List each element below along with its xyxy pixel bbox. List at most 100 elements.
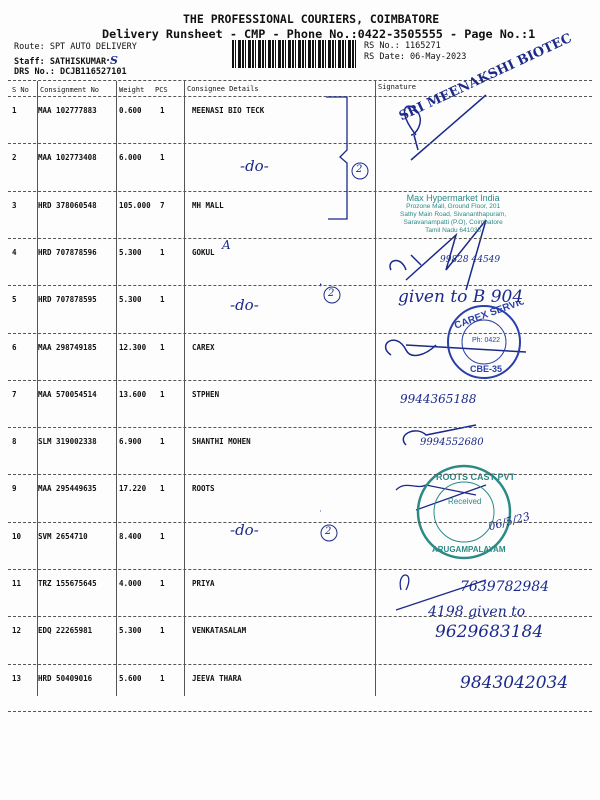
weight-cell: 12.300: [119, 342, 147, 352]
pcs-cell: 1: [160, 484, 165, 494]
weight-cell: 5.600: [119, 673, 142, 683]
consignment-number: MAA 570054514: [38, 389, 97, 399]
weight-cell: 4.000: [119, 579, 142, 588]
table-row: 1 MAA 102777883 0.600 1 MEENASI BIO TECK: [0, 100, 600, 147]
roots-stamp: ROOTS CAST PVT. LTD. Received ARUGAMPALA…: [416, 464, 514, 560]
consignee-name: MEENASI BIO TECK: [192, 106, 265, 115]
consignment-number: SVM 2654710: [38, 531, 88, 541]
row13-phone: 9843042034: [460, 673, 569, 693]
consignee-name: STPHEN: [192, 389, 220, 399]
col-weight: Weight: [119, 86, 145, 94]
row-divider: [8, 190, 592, 192]
sno-cell: 2: [12, 153, 17, 163]
consignee-name: SHANTHI MOHEN: [192, 437, 251, 447]
row-divider: [8, 521, 592, 523]
row-divider: [8, 332, 592, 334]
col-consignee: Consignee Details: [187, 85, 259, 93]
consignment-number: MAA 102773408: [38, 153, 97, 163]
gokul-mark: A: [222, 238, 231, 252]
consignment-number: HRD 707878595: [38, 295, 97, 305]
row5-note: given to B 904: [398, 287, 524, 307]
consignment-number: HRD 707878596: [38, 247, 97, 257]
consignee-name: GOKUL: [192, 247, 215, 257]
row-divider: [8, 569, 592, 570]
sno-cell: 9: [12, 484, 17, 494]
bracket-marks: [320, 96, 369, 542]
sno-cell: 12: [12, 626, 22, 636]
table-row: 9 MAA 295449635 17.220 1 ROOTS: [0, 478, 600, 525]
sno-cell: 8: [12, 437, 17, 447]
sno-cell: 10: [12, 531, 22, 541]
row8-phone: 9994552680: [420, 437, 484, 448]
weight-cell: 6.000: [119, 153, 142, 163]
row-divider: [8, 474, 592, 476]
weight-cell: 6.900: [119, 437, 142, 447]
pcs-cell: 1: [160, 153, 165, 163]
consignment-number: HRD 378060548: [38, 200, 97, 210]
col-signature: Signature: [378, 83, 416, 91]
circled-number: 2: [325, 526, 332, 537]
col-pcs: PCS: [155, 86, 168, 94]
consignee-name: CAREX: [192, 342, 215, 352]
column-divider: [116, 81, 117, 696]
consignment-number: TRZ 155675645: [38, 579, 97, 588]
weight-cell: 17.220: [119, 484, 147, 494]
sno-cell: 5: [12, 295, 17, 305]
sno-cell: 1: [12, 106, 17, 115]
table-header: S No Consignment No Weight PCS Consignee…: [0, 83, 600, 130]
column-divider: [375, 81, 376, 696]
pcs-cell: 1: [160, 626, 165, 636]
weight-cell: 0.600: [119, 106, 142, 115]
weight-cell: 105.000: [119, 200, 151, 210]
col-consignment: Consignment No: [40, 86, 100, 94]
sno-cell: 11: [12, 579, 22, 588]
row12-note: 4198 given to: [428, 604, 526, 620]
route: Route: SPT AUTO DELIVERY: [14, 42, 137, 52]
row-divider: [8, 143, 592, 145]
consignee-name: ROOTS: [192, 484, 215, 494]
weight-cell: 5.300: [119, 295, 142, 305]
pcs-cell: 1: [160, 106, 165, 115]
consignment-number: MAA 295449635: [38, 484, 97, 494]
pcs-cell: 1: [160, 389, 165, 399]
company-name: THE PROFESSIONAL COURIERS, COIMBATORE: [183, 12, 440, 26]
rs-date: RS Date: 06-May-2023: [364, 52, 467, 62]
consignment-number: HRD 50409016: [38, 673, 93, 683]
consignee-name: PRIYA: [192, 579, 215, 588]
svg-text:ROOTS CAST PVT. LTD.: ROOTS CAST PVT. LTD.: [436, 472, 514, 482]
pcs-cell: 1: [160, 342, 165, 352]
sno-cell: 4: [12, 247, 17, 257]
staff: Staff: SATHISKUMAR·S: [14, 54, 118, 67]
ditto-mark: -do-: [230, 296, 259, 314]
runsheet-subtitle: Delivery Runsheet - CMP - Phone No.:0422…: [102, 27, 536, 41]
row4-phone: 99828 44549: [440, 255, 501, 265]
row12-phone: 9629683184: [435, 622, 544, 642]
pcs-cell: 1: [160, 531, 165, 541]
consignee-name: JEEVA THARA: [192, 673, 242, 683]
signature-scribbles: [384, 94, 527, 611]
row-divider: [8, 427, 592, 429]
header-divider: [8, 96, 592, 97]
row-divider: [8, 663, 592, 665]
pcs-cell: 7: [160, 200, 165, 210]
carex-stamp: CAREX SERVICES Ph: 0422 CBE-35: [447, 302, 524, 379]
weight-cell: 13.600: [119, 389, 147, 399]
barcode: [232, 40, 356, 68]
consignment-number: MAA 102777883: [38, 106, 97, 115]
consignee-name: MH MALL: [192, 200, 224, 210]
row7-phone: 9944365188: [400, 392, 477, 406]
ditto-mark: -do-: [240, 157, 269, 175]
svg-text:ARUGAMPALAYAM: ARUGAMPALAYAM: [432, 545, 506, 554]
rs-number: RS No.: 1165271: [364, 41, 441, 51]
consignment-number: MAA 298749185: [38, 342, 97, 352]
